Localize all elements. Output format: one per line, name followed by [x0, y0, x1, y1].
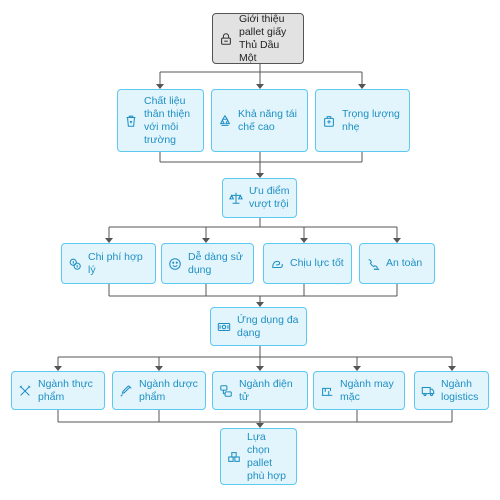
scale-icon [229, 191, 243, 205]
industry-label: Ngành dược phẩm [139, 377, 198, 403]
feature-node-eco-material[interactable]: Chất liệu thân thiện với môi trường [117, 89, 204, 152]
recycle-icon [218, 114, 232, 128]
advantages-hub-node[interactable]: Ưu điểm vượt trội [222, 178, 297, 218]
weight-icon [322, 114, 336, 128]
industry-label: Ngành thực phẩm [38, 377, 93, 403]
advantage-node-cost[interactable]: Chi phí hợp lý [61, 243, 156, 284]
utensils-icon [18, 384, 32, 398]
sewing-icon [320, 384, 334, 398]
conclusion-label: Lựa chọn pallet phù hợp [247, 430, 287, 482]
advantage-node-strength[interactable]: Chịu lực tốt [263, 243, 352, 284]
boxes-icon [227, 450, 241, 464]
advantage-node-safety[interactable]: An toàn [359, 243, 435, 284]
strength-icon [270, 257, 284, 271]
feature-node-lightweight[interactable]: Trọng lượng nhẹ [315, 89, 410, 152]
money-icon [217, 320, 231, 334]
cost-icon [68, 257, 82, 271]
emergency-phone-icon [366, 257, 380, 271]
advantages-hub-label: Ưu điểm vượt trội [249, 185, 290, 210]
feature-node-recyclable[interactable]: Khả năng tái chế cao [211, 89, 308, 152]
advantage-label: Chi phí hợp lý [88, 250, 143, 276]
feature-label: Khả năng tái chế cao [238, 107, 297, 133]
root-node[interactable]: Giới thiệu pallet giấy Thủ Dầu Một [212, 13, 304, 64]
conclusion-node[interactable]: Lựa chọn pallet phù hợp [220, 428, 297, 485]
industry-label: Ngành logistics [441, 377, 479, 403]
advantage-label: Chịu lực tốt [290, 257, 344, 269]
industry-label: Ngành điện tử [239, 377, 293, 403]
electronics-icon [219, 384, 233, 398]
feature-label: Trọng lượng nhẹ [342, 107, 400, 133]
applications-hub-node[interactable]: Ứng dụng đa dạng [210, 307, 307, 346]
industry-label: Ngành may mặc [340, 377, 394, 403]
truck-icon [421, 384, 435, 398]
advantage-node-easy-use[interactable]: Dễ dàng sử dụng [161, 243, 254, 284]
applications-hub-label: Ứng dụng đa dạng [237, 313, 299, 339]
feature-label: Chất liệu thân thiện với môi trường [144, 94, 191, 146]
industry-node-food[interactable]: Ngành thực phẩm [11, 371, 105, 410]
smile-icon [168, 257, 182, 271]
industry-node-garment[interactable]: Ngành may mặc [313, 371, 405, 410]
recycle-bin-icon [124, 114, 138, 128]
industry-node-pharma[interactable]: Ngành dược phẩm [112, 371, 206, 410]
root-label: Giới thiệu pallet giấy Thủ Dầu Một [239, 12, 287, 64]
pallet-lock-icon [219, 32, 233, 46]
advantage-label: Dễ dàng sử dụng [188, 250, 243, 276]
industry-node-electronics[interactable]: Ngành điện tử [212, 371, 308, 410]
syringe-icon [119, 384, 133, 398]
advantage-label: An toàn [386, 257, 423, 269]
industry-node-logistics[interactable]: Ngành logistics [414, 371, 489, 410]
